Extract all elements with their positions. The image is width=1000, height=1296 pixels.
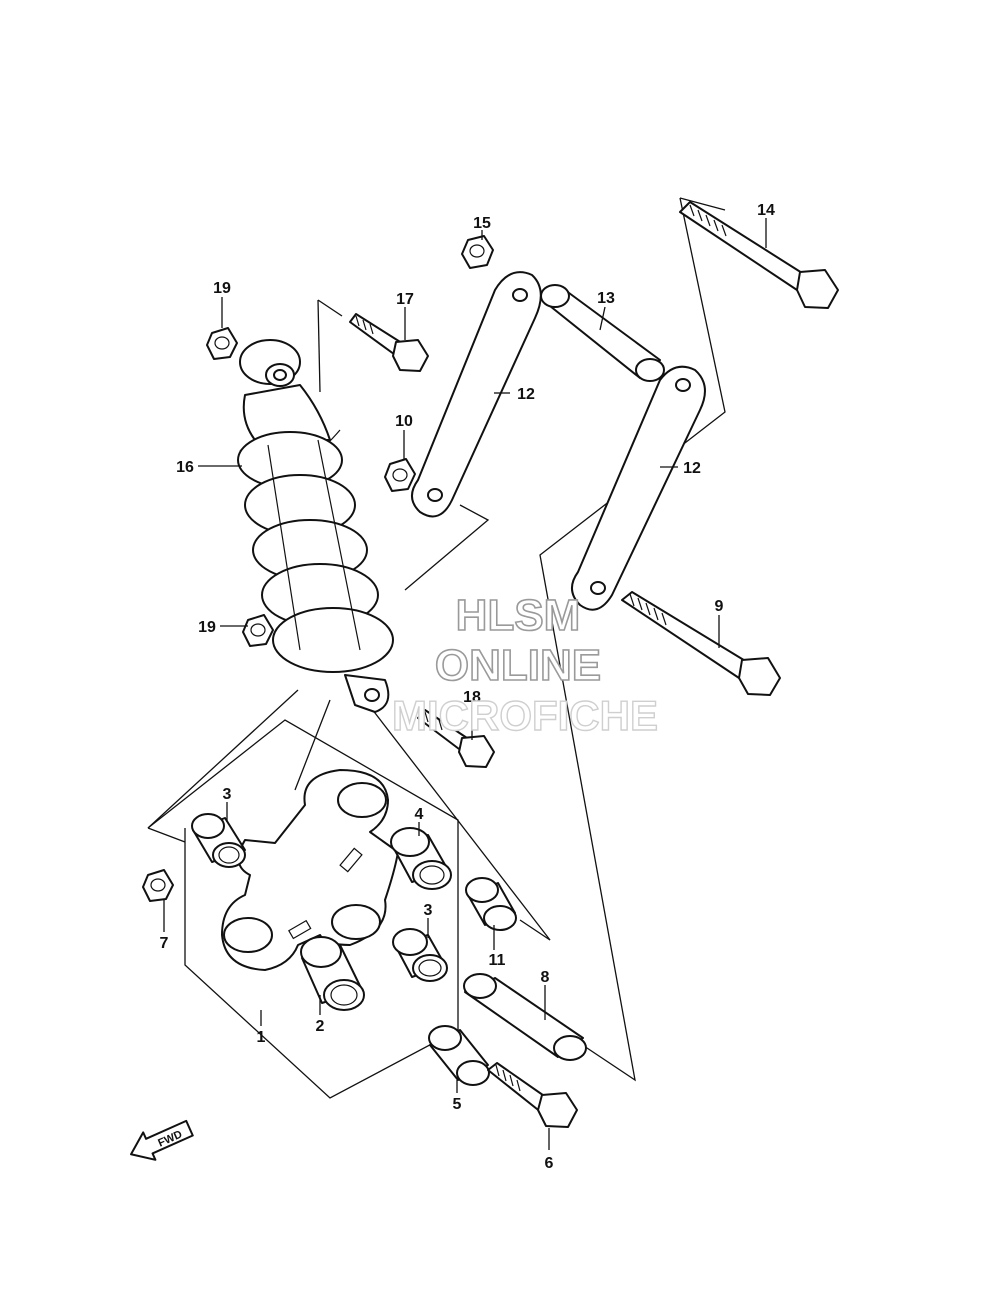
label-16[interactable]: 16 [176, 459, 194, 476]
spacer-5[interactable] [428, 1025, 490, 1086]
link-rod-12a[interactable] [411, 271, 542, 518]
cushion-lever[interactable] [221, 769, 399, 971]
bolt-18[interactable] [417, 709, 495, 768]
label-14[interactable]: 14 [757, 202, 775, 219]
nut-15[interactable] [461, 235, 494, 269]
label-3a[interactable]: 3 [223, 786, 232, 803]
label-6[interactable]: 6 [545, 1155, 554, 1172]
spacer-11[interactable] [465, 877, 517, 931]
label-13[interactable]: 13 [597, 290, 615, 307]
nut-19a[interactable] [206, 327, 238, 360]
label-3b[interactable]: 3 [424, 902, 433, 919]
bearing-3b[interactable] [392, 928, 448, 982]
label-7[interactable]: 7 [160, 935, 169, 952]
spacer-13[interactable] [540, 284, 665, 382]
watermark-line3: MICROFICHE [392, 692, 658, 739]
label-19b[interactable]: 19 [198, 619, 216, 636]
label-8[interactable]: 8 [541, 969, 550, 986]
watermark-line1: HLSM [456, 591, 581, 640]
label-1[interactable]: 1 [257, 1029, 266, 1046]
leader-lines [163, 218, 767, 1150]
label-11[interactable]: 11 [489, 952, 506, 969]
nut-7[interactable] [142, 869, 174, 902]
label-12b[interactable]: 12 [683, 460, 701, 477]
watermark-line2: ONLINE [435, 641, 601, 690]
link-rod-12b[interactable] [571, 365, 706, 611]
spacer-8[interactable] [463, 973, 587, 1061]
bearing-2[interactable] [300, 936, 365, 1011]
label-17[interactable]: 17 [396, 291, 414, 308]
shock-absorber[interactable] [237, 339, 394, 713]
bearing-3a[interactable] [191, 813, 246, 868]
label-4[interactable]: 4 [415, 806, 424, 823]
part-labels: 15 14 13 19 17 12 10 16 12 9 19 18 3 4 3… [160, 202, 775, 1172]
label-2[interactable]: 2 [316, 1018, 325, 1035]
nut-19b[interactable] [242, 614, 274, 647]
bolt-17[interactable] [349, 313, 429, 372]
bolt-14[interactable] [679, 201, 839, 309]
label-12a[interactable]: 12 [517, 386, 535, 403]
label-10[interactable]: 10 [395, 413, 413, 430]
label-5[interactable]: 5 [453, 1096, 462, 1113]
label-15[interactable]: 15 [473, 215, 491, 232]
label-9[interactable]: 9 [715, 598, 724, 615]
label-19a[interactable]: 19 [213, 280, 231, 297]
bearing-4[interactable] [390, 827, 452, 890]
nut-10[interactable] [384, 458, 416, 492]
bolt-6[interactable] [487, 1062, 578, 1128]
bolt-9[interactable] [621, 591, 781, 696]
label-18[interactable]: 18 [463, 689, 481, 706]
fwd-arrow-icon: FWD [130, 1119, 194, 1161]
watermark: HLSM ONLINE MICROFICHE [391, 590, 658, 740]
